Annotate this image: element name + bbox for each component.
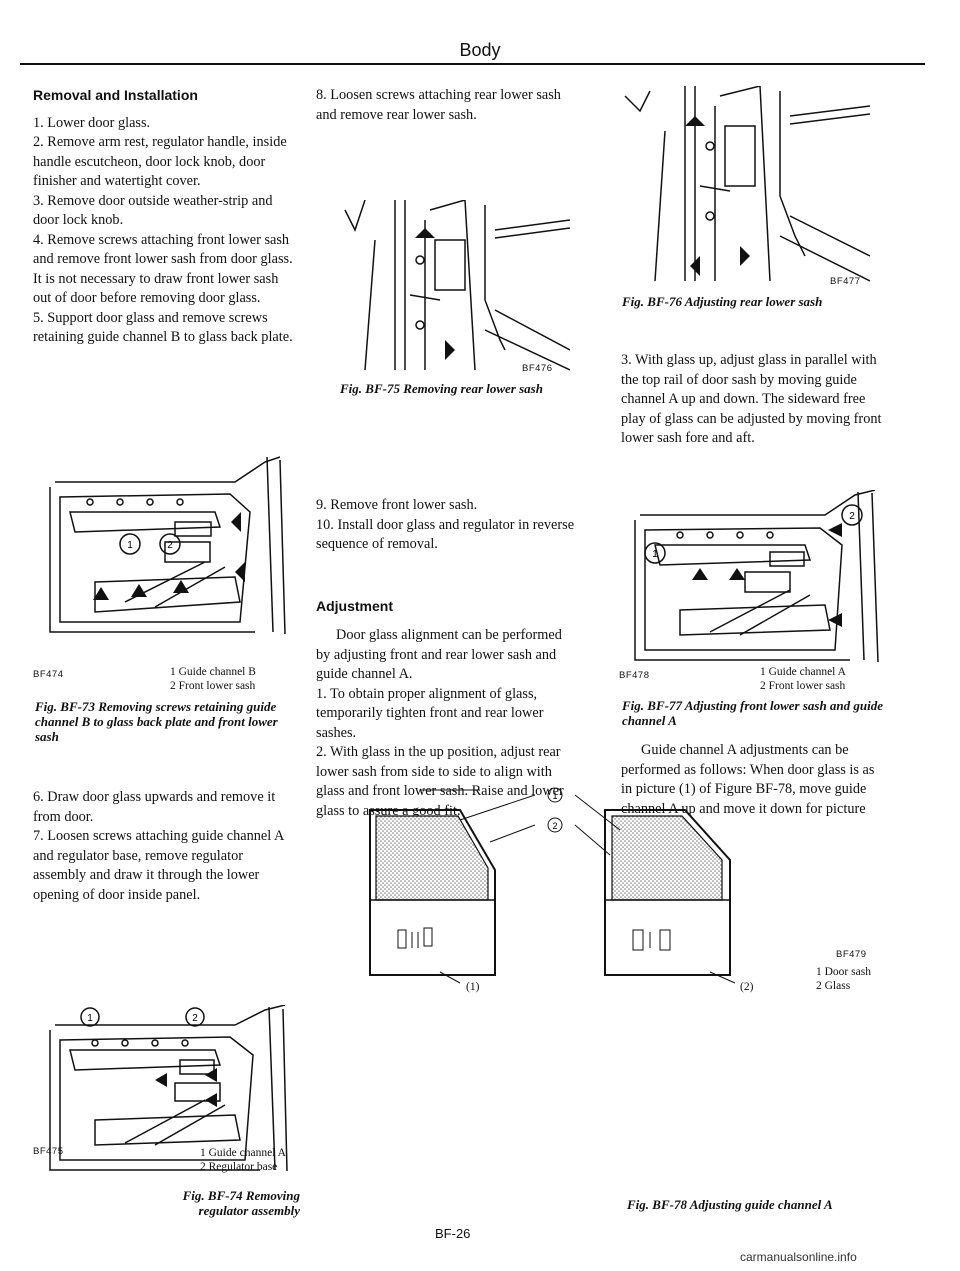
adjust-step-1: 1. To obtain proper alignment of glass, … (316, 685, 544, 741)
guide-channel-text: Guide channel A adjustments can be perfo… (621, 742, 875, 836)
door-sash-figure-bf78: 1 2 (360, 780, 860, 990)
picture-1-door-sash (369, 789, 496, 976)
figure-caption-bf78: Fig. BF-78 Adjusting guide channel A (627, 1197, 833, 1212)
middle-column-continued: 9. Remove front lower sash. 10. Install … (316, 496, 578, 821)
step-3-adjust: 3. With glass up, adjust glass in parall… (621, 352, 882, 446)
figure-legend-bf74: 1 Guide channel A 2 Regulator base (200, 1146, 320, 1174)
figure-caption-bf77: Fig. BF-77 Adjusting front lower sash an… (622, 698, 884, 728)
step-1: 1. Lower door glass. (33, 114, 151, 131)
door-panel-figure-bf74: 1 2 (35, 1005, 295, 1175)
rear-sash-figure-bf76 (620, 86, 870, 291)
door-panel-figure-bf77: 1 2 (620, 490, 885, 665)
figure-code-bf476: BF476 (522, 363, 553, 374)
step-4: 4. Remove screws attaching front lower s… (33, 231, 293, 307)
left-column-continued: 6. Draw door glass upwards and remove it… (33, 788, 295, 905)
step-6: 6. Draw door glass upwards and remove it… (33, 789, 276, 825)
callout-1: 1 (652, 549, 658, 560)
legend-item-1: 1 Guide channel B (170, 666, 256, 678)
page-number: BF-26 (435, 1226, 471, 1241)
figure-code-bf474: BF474 (33, 669, 64, 680)
figure-caption-bf74: Fig. BF-74 Removing regulator assembly (182, 1188, 300, 1218)
door-panel-figure-bf73: 1 2 (35, 452, 295, 642)
callout-1: 1 (127, 540, 133, 551)
figure-code-bf478: BF478 (619, 670, 650, 681)
step-3: 3. Remove door outside weather-strip and… (33, 192, 273, 229)
figure-caption-bf76: Fig. BF-76 Adjusting rear lower sash (622, 294, 823, 309)
picture-label-2: (2) (740, 981, 754, 993)
callout-2: 2 (167, 540, 173, 551)
figure-caption-bf75: Fig. BF-75 Removing rear lower sash (340, 381, 543, 396)
figure-legend-bf78: 1 Door sash 2 Glass (816, 965, 896, 993)
picture-2-door-sash (604, 809, 731, 976)
adjust-intro: Door glass alignment can be performed by… (316, 627, 562, 682)
legend-item-2: 2 Front lower sash (170, 680, 256, 692)
callout-2: 2 (849, 511, 855, 522)
step-8: 8. Loosen screws attaching rear lower sa… (316, 87, 561, 123)
legend-item-1: 1 Guide channel A (760, 666, 846, 678)
figure-code-bf477: BF477 (830, 276, 861, 287)
page-header-title: Body (459, 40, 501, 60)
right-column-step3: 3. With glass up, adjust glass in parall… (621, 351, 883, 449)
header-rule (20, 63, 925, 65)
svg-text:1: 1 (552, 791, 557, 801)
watermark-text[interactable]: carmanualsonline.info (740, 1250, 857, 1264)
legend-item-2: 2 Front lower sash (760, 680, 846, 692)
legend-item-1: 1 Door sash (816, 966, 871, 978)
step-5: 5. Support door glass and remove screws … (33, 309, 293, 346)
right-column-guide: Guide channel A adjustments can be perfo… (621, 741, 883, 839)
legend-item-1: 1 Guide channel A (200, 1147, 286, 1159)
step-9: 9. Remove front lower sash. (316, 497, 478, 513)
section-heading-removal: Removal and Installation (33, 87, 198, 103)
figure-code-bf479: BF479 (836, 949, 867, 960)
left-column: Removal and Installation 1. Lower door g… (33, 86, 295, 348)
figure-caption-bf73: Fig. BF-73 Removing screws retaining gui… (35, 699, 278, 744)
figure-legend-bf77: 1 Guide channel A 2 Front lower sash (760, 665, 890, 693)
legend-item-2: 2 Regulator base (200, 1161, 278, 1173)
middle-column: 8. Loosen screws attaching rear lower sa… (316, 86, 578, 125)
legend-item-2: 2 Glass (816, 980, 851, 992)
section-heading-adjustment: Adjustment (316, 597, 393, 614)
figure-code-bf475: BF475 (33, 1146, 64, 1157)
step-2: 2. Remove arm rest, regulator handle, in… (33, 134, 287, 189)
callout-1: 1 (87, 1013, 93, 1024)
figure-legend-bf73: 1 Guide channel B 2 Front lower sash (170, 665, 320, 693)
picture-label-1: (1) (466, 981, 480, 993)
step-7: 7. Loosen screws attaching guide channel… (33, 828, 284, 903)
step-10: 10. Install door glass and regulator in … (316, 516, 575, 553)
callout-2: 2 (192, 1013, 198, 1024)
rear-sash-figure-bf75 (335, 200, 570, 380)
svg-text:2: 2 (552, 821, 557, 831)
